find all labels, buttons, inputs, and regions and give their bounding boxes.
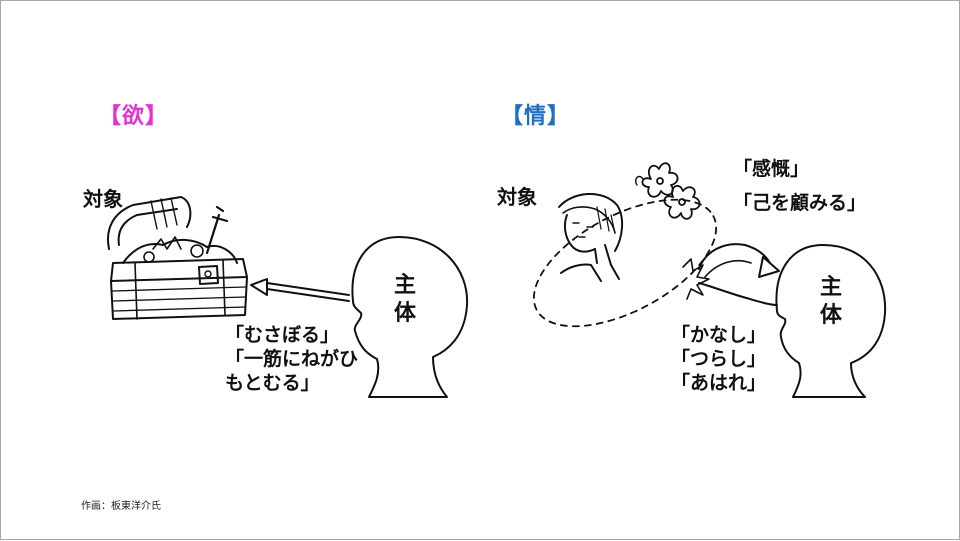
treasure-chest-icon — [107, 196, 248, 320]
right-subject-char-1: 主 — [819, 275, 842, 300]
arrow-left-icon — [250, 278, 350, 302]
right-object-label: 対象 — [497, 185, 537, 209]
right-quote-1: 「かなし」 — [671, 324, 767, 346]
left-subject-char-1: 主 — [393, 273, 416, 298]
left-quote-1: 「むさぼる」 — [225, 324, 340, 346]
right-quote-3: 「あはれ」 — [671, 372, 767, 394]
left-quote-3: もとむる」 — [225, 372, 320, 394]
illustration-credit: 作画：板東洋介氏 — [81, 501, 161, 512]
right-top-quote-2: 「己を顧みる」 — [733, 192, 867, 214]
head-silhouette-icon — [351, 236, 469, 398]
left-subject-char-2: 体 — [393, 301, 416, 326]
spark-icon — [682, 258, 710, 300]
head-silhouette-icon-right — [775, 244, 887, 398]
curved-arrow-icon — [698, 243, 780, 306]
left-object-label: 対象 — [83, 187, 123, 211]
cherry-blossom-icon — [634, 162, 701, 220]
left-quote-2: 「一筋にねがひ — [225, 348, 359, 370]
person-portrait-icon — [558, 192, 623, 282]
right-top-quote-1: 「感慨」 — [733, 158, 810, 180]
jou-heading: 【情】 — [501, 104, 571, 129]
yoku-heading: 【欲】 — [99, 104, 169, 129]
orbit-ellipse — [532, 198, 718, 328]
right-subject-char-2: 体 — [819, 303, 842, 328]
right-quote-2: 「つらし」 — [671, 348, 767, 370]
